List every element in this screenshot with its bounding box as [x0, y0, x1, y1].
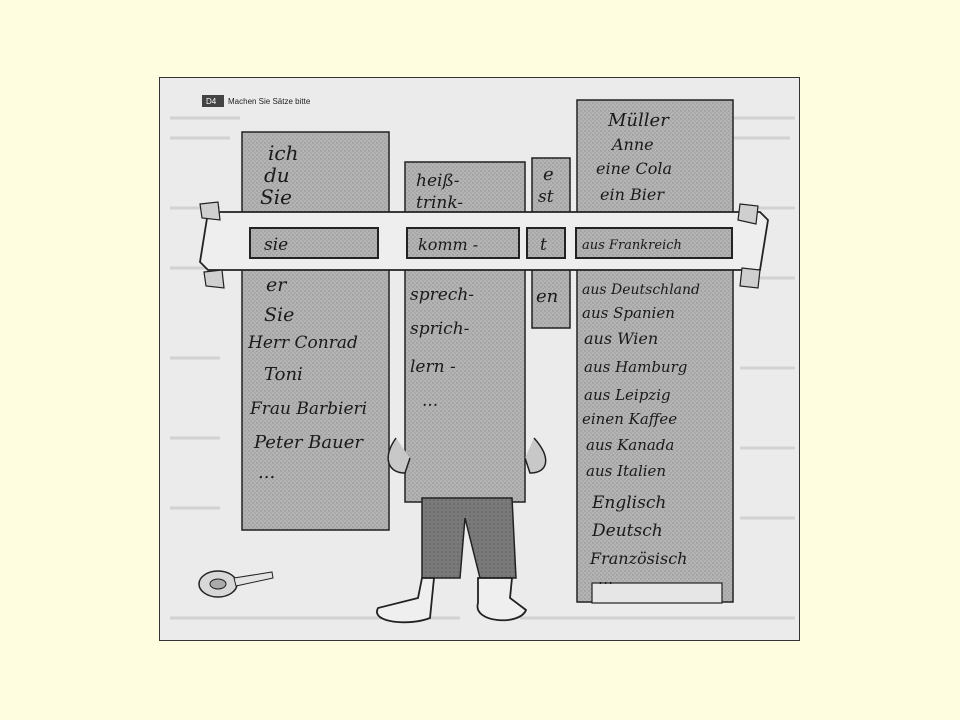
complement-bottom-item: Englisch — [591, 493, 666, 513]
pronoun-list-bottom: er Sie Herr Conrad Toni Frau Barbieri Pe… — [247, 274, 367, 483]
pronoun-window — [249, 227, 379, 259]
exercise-number: D4 — [206, 97, 217, 106]
complement-top-item: Anne — [610, 135, 654, 154]
verb-window-text: komm - — [418, 235, 478, 254]
exercise-instruction: Machen Sie Sätze bitte — [228, 97, 311, 106]
pronoun-top-item: ich — [268, 141, 298, 165]
ending-list-top: e st — [538, 164, 554, 207]
verb-bottom-item: sprech- — [410, 285, 474, 305]
ending-window-text: t — [540, 235, 547, 255]
pronoun-bottom-item: Frau Barbieri — [249, 399, 367, 419]
cartoon-illustration: D4 Machen Sie Sätze bitte sie komm - t a… — [159, 77, 800, 641]
verb-bottom-item: lern - — [410, 357, 456, 377]
pronoun-list-top: ich du Sie — [260, 141, 298, 209]
pronoun-window-text: sie — [264, 235, 288, 255]
tape-top-right — [737, 203, 759, 225]
complement-bottom-item: aus Hamburg — [584, 358, 687, 376]
pronoun-bottom-item: Toni — [264, 364, 303, 385]
ending-bottom-item: en — [536, 286, 558, 307]
exercise-number-box — [202, 95, 224, 107]
complement-bottom-item: Deutsch — [591, 521, 663, 541]
ending-top-item: e — [543, 164, 554, 185]
ending-top-item: st — [538, 187, 554, 207]
scroll-roll — [591, 582, 723, 604]
complement-bottom-item: aus Leipzig — [584, 386, 671, 404]
complement-list-top: Müller Anne eine Cola ein Bier — [596, 110, 672, 204]
verb-bottom-item: ... — [422, 391, 438, 411]
complement-list-bottom: aus Deutschland aus Spanien aus Wien aus… — [582, 282, 700, 588]
verb-list-bottom: sprech- sprich- lern - ... — [410, 285, 474, 411]
complement-window-text: aus Frankreich — [582, 238, 682, 253]
complement-bottom-item: Französisch — [589, 549, 687, 568]
complement-bottom-item: aus Italien — [586, 462, 666, 480]
pronoun-top-item: du — [264, 163, 290, 187]
complement-bottom-item: ... — [598, 569, 613, 588]
cartoon-svg: D4 Machen Sie Sätze bitte sie komm - t a… — [170, 95, 795, 624]
verb-top-item: heiß- — [416, 171, 460, 191]
ending-list-bottom: en — [536, 286, 558, 307]
verb-top-item: trink- — [416, 193, 463, 213]
complement-bottom-item: aus Deutschland — [582, 282, 700, 298]
complement-top-item: eine Cola — [596, 159, 672, 178]
pronoun-bottom-item: Peter Bauer — [253, 432, 364, 453]
verb-list-top: heiß- trink- — [416, 171, 463, 213]
complement-bottom-item: aus Wien — [584, 329, 658, 348]
pronoun-top-item: Sie — [260, 185, 292, 209]
tape-bottom-right — [739, 267, 761, 289]
verb-bottom-item: sprich- — [410, 319, 470, 339]
complement-top-item: Müller — [607, 110, 670, 131]
pronoun-bottom-item: er — [266, 274, 288, 296]
pronoun-bottom-item: Herr Conrad — [247, 333, 358, 353]
complement-column — [576, 99, 734, 603]
complement-window — [575, 227, 733, 259]
pronoun-column — [241, 131, 390, 531]
ending-window — [526, 227, 566, 259]
tape-measure-icon — [198, 570, 274, 598]
tape-top-left — [199, 201, 221, 221]
complement-bottom-item: einen Kaffee — [582, 410, 677, 428]
pronoun-bottom-item: Sie — [264, 304, 294, 326]
tape-bottom-left — [203, 269, 225, 289]
person-figure — [376, 437, 547, 624]
verb-window — [406, 227, 520, 259]
pronoun-bottom-item: ... — [258, 462, 275, 483]
complement-top-item: ein Bier — [600, 185, 665, 204]
complement-bottom-item: aus Kanada — [586, 436, 674, 454]
complement-bottom-item: aus Spanien — [582, 304, 675, 322]
